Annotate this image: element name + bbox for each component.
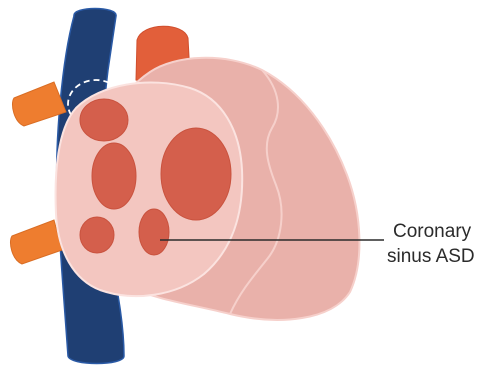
annotation-line-2: sinus ASD: [387, 246, 475, 267]
defect-secundum-left: [92, 143, 136, 209]
defect-superior-sinus-venosus: [80, 99, 128, 141]
annotation-label: Coronary sinus ASD: [387, 221, 476, 267]
pulmonary-vein-lower: [10, 220, 62, 264]
defect-inferior-sinus-venosus: [80, 217, 114, 253]
defect-coronary-sinus: [139, 209, 169, 255]
defect-secundum-large: [161, 128, 231, 220]
pulmonary-vein-upper: [12, 82, 66, 126]
annotation-line-1: Coronary: [393, 221, 472, 242]
